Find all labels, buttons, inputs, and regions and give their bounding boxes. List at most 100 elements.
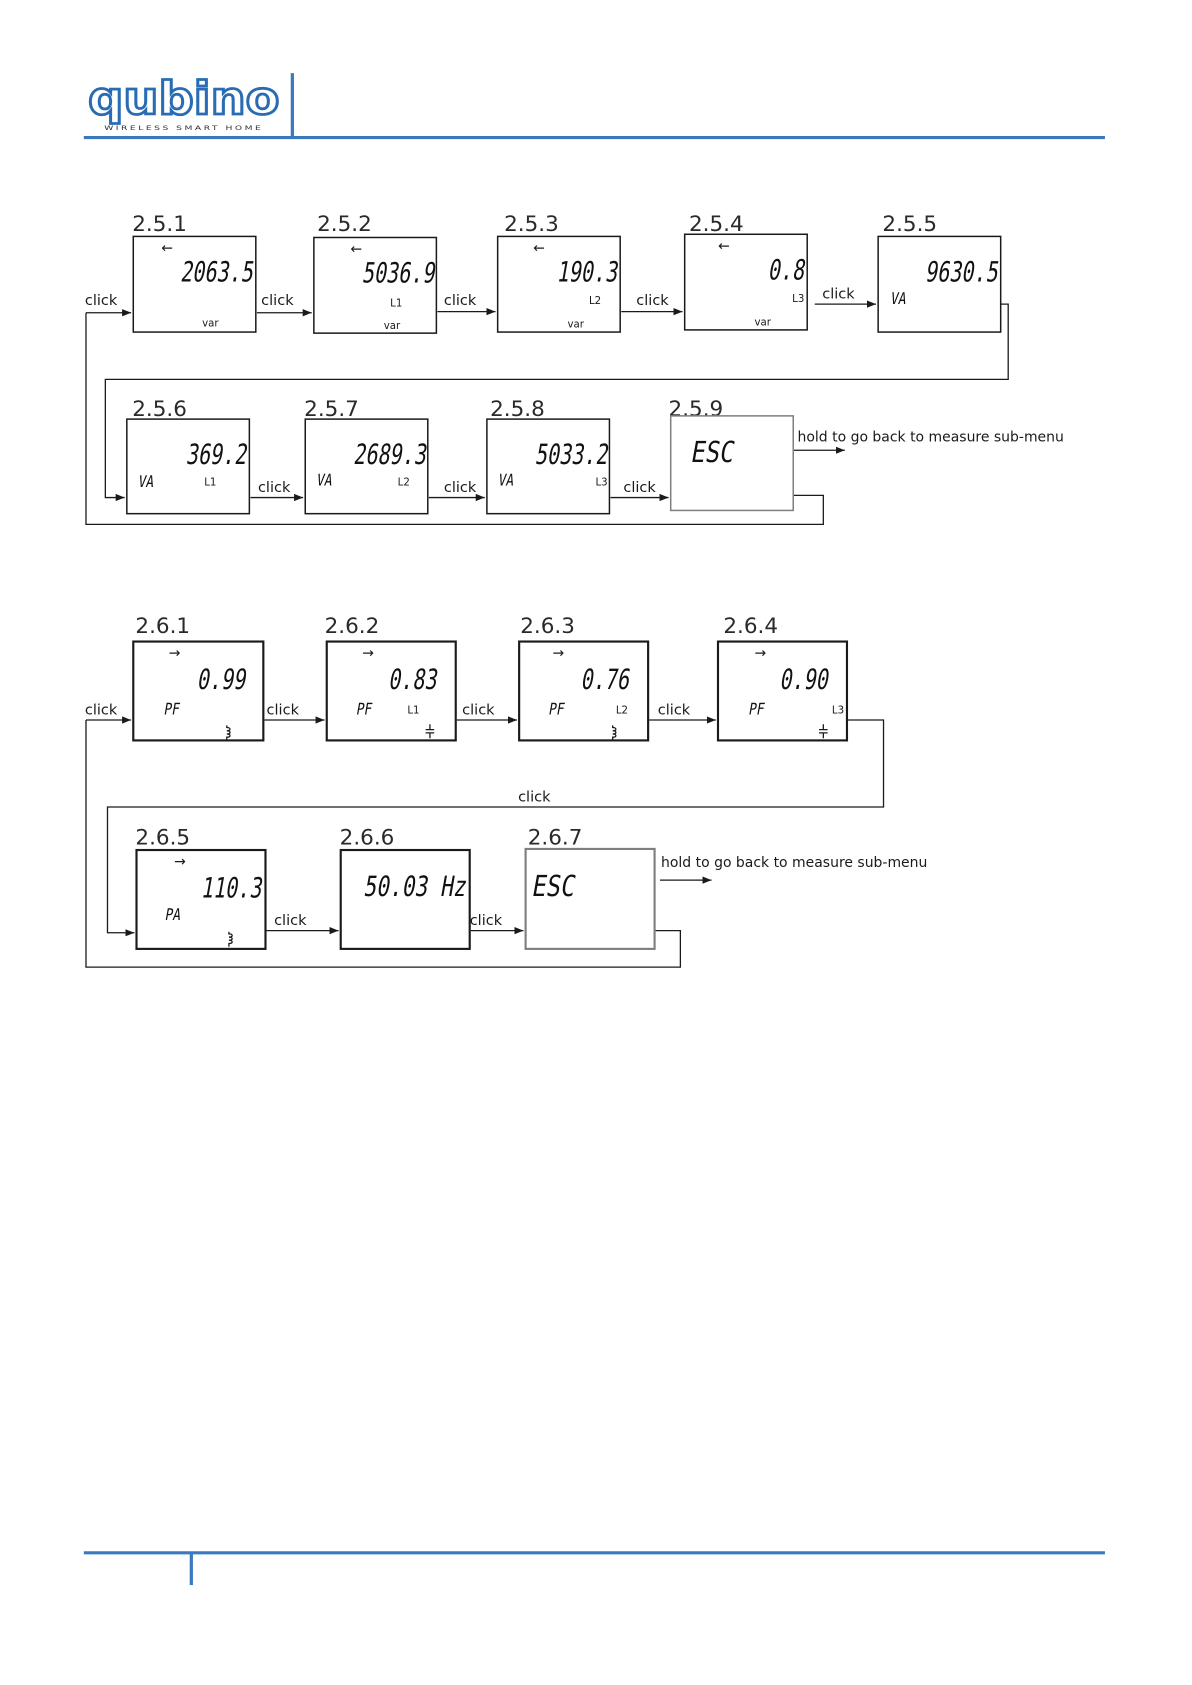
lcd-screen: ← 0.8 L3 var [683,233,809,331]
step-label: 2.6.4 [723,614,778,639]
flow-diagram-2-6: 2.6.1 2.6.2 2.6.3 2.6.4 2.6.5 2.6.6 2.6.… [85,614,927,968]
phase-label: L1 [204,478,216,489]
step-label: 2.6.2 [325,614,380,639]
lcd-reading: 2689.3 [352,438,430,471]
lcd-screen: 9630.5 VA [877,235,1002,333]
unit-label: PA [164,906,183,925]
step-label: 2.6.1 [135,614,190,639]
step-label: 2.5.1 [132,212,187,237]
click-label: click [261,293,294,309]
lcd-frame [126,418,251,515]
step-label: 2.5.6 [132,397,187,422]
lcd-reading: 9630.5 [924,255,1002,288]
unit-label: var [202,319,219,330]
click-label: click [822,287,855,303]
flow-connector [106,719,885,937]
lcd-screen: → 0.83 PF L1 [325,640,457,742]
step-label: 2.6.7 [528,826,583,851]
page-header: qubino WIRELESS SMART HOME [83,71,1105,140]
lcd-frame [132,640,265,742]
direction-arrow-icon: → [169,646,181,662]
click-label: click [444,293,477,309]
step-label: 2.5.5 [882,212,937,237]
step-label: 2.6.6 [340,826,395,851]
lcd-frame [135,848,267,950]
direction-arrow-icon: → [174,854,186,870]
phase-label: L2 [616,706,628,717]
lcd-screen: 50.03 Hz [339,848,471,950]
click-label: click [85,703,118,719]
direction-arrow-icon: → [755,646,767,662]
click-label: click [462,703,495,719]
phase-label: L3 [792,294,804,305]
click-label: click [658,703,691,719]
lcd-reading: 2063.5 [179,255,257,288]
hold-instruction: hold to go back to measure sub-menu [661,855,927,871]
unit-label: PF [163,700,182,719]
direction-arrow-icon: ← [718,238,730,254]
click-label: click [258,480,291,496]
lcd-screen: → 110.3 PA [135,848,267,950]
click-label: click [636,293,669,309]
lcd-frame [339,848,471,950]
loop-back-line [85,312,824,526]
lcd-reading: 0.83 [387,663,441,696]
click-label: click [85,293,118,309]
lcd-reading: 369.2 [184,438,250,471]
phase-label: L2 [589,296,601,307]
step-label: 2.5.7 [304,397,359,422]
lcd-frame [486,418,611,515]
lcd-screen: 5033.2 VA L3 [486,418,612,515]
click-label: click [518,790,551,806]
step-label: 2.6.5 [135,826,190,851]
lcd-reading: 0.90 [778,663,832,696]
phase-label: L1 [407,706,419,717]
esc-label: ESC [689,436,738,470]
unit-label: VA [889,290,908,309]
lcd-frame [524,847,656,950]
lcd-reading: 5036.9 [360,256,438,289]
unit-label: VA [497,472,516,491]
lcd-screen-esc: ESC [524,847,656,950]
lcd-reading: 190.3 [555,255,621,288]
capacitive-icon [819,724,828,739]
lcd-screen: ← 190.3 L2 var [496,235,622,333]
lcd-reading: 50.03 Hz [362,871,470,903]
unit-label: var [755,318,772,329]
loop-back-line [85,719,682,968]
click-label: click [444,480,477,496]
lcd-screen: 2689.3 VA L2 [304,418,430,515]
lcd-reading: 110.3 [199,871,265,904]
lcd-reading: 0.99 [195,663,249,696]
lcd-screen: → 0.76 PF L2 [518,640,650,742]
direction-arrow-icon: → [552,646,564,662]
lcd-reading: 5033.2 [533,438,611,471]
unit-label: PF [547,700,566,719]
lcd-frame [669,415,794,512]
click-label: click [274,913,307,929]
inductive-icon [226,725,231,741]
click-label: click [623,480,656,496]
unit-label: PF [355,700,374,719]
phase-label: L1 [390,298,402,309]
lcd-frame [132,235,257,333]
unit-label: var [568,320,585,331]
lcd-frame [304,418,429,515]
inductive-icon [228,931,233,947]
brand-tagline: WIRELESS SMART HOME [104,126,263,132]
inductive-icon [612,725,617,741]
capacitive-icon [425,724,435,739]
lcd-frame [496,235,621,333]
lcd-frame [716,640,849,742]
direction-arrow-icon: → [362,646,374,662]
click-label: click [267,703,300,719]
lcd-frame [313,236,438,334]
esc-label: ESC [530,870,579,904]
lcd-frame [325,640,457,742]
unit-label: VA [137,473,156,492]
lcd-screen-esc: ESC [669,415,794,512]
phase-label: L2 [398,478,410,489]
direction-arrow-icon: ← [533,241,545,257]
lcd-frame [518,640,650,742]
